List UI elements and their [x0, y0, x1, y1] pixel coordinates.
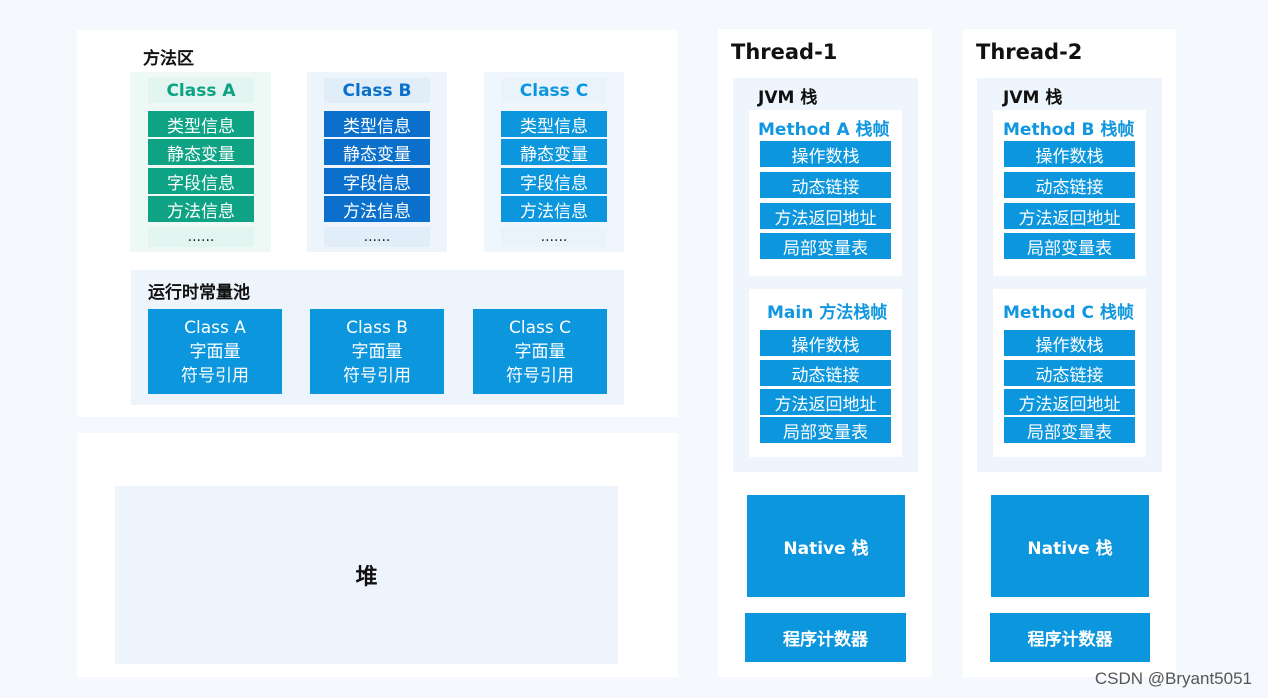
method-area-title: 方法区	[143, 49, 194, 69]
class-a-ellipsis: ......	[148, 227, 254, 247]
t1-f2-operand-stack: 操作数栈	[760, 330, 891, 356]
t1-f2-dynamic-link: 动态链接	[760, 360, 891, 386]
t2-f1-local-vars: 局部变量表	[1004, 233, 1135, 259]
t1-f1-local-vars: 局部变量表	[760, 233, 891, 259]
heap-area: 堆	[115, 486, 618, 664]
t2-f2-operand-stack: 操作数栈	[1004, 330, 1135, 356]
pool-class-c-name: Class C	[509, 317, 571, 338]
csdn-watermark: CSDN @Bryant5051	[1094, 669, 1252, 688]
class-a-type-info: 类型信息	[148, 111, 254, 137]
thread-1-program-counter: 程序计数器	[745, 613, 906, 662]
t1-f1-operand-stack: 操作数栈	[760, 141, 891, 167]
class-a-static-vars: 静态变量	[148, 139, 254, 165]
t1-f2-local-vars: 局部变量表	[760, 417, 891, 443]
pool-class-b-literal: 字面量	[351, 341, 403, 362]
pool-class-c-symref: 符号引用	[506, 365, 574, 386]
pool-class-b-name: Class B	[346, 317, 408, 338]
class-a-header: Class A	[148, 78, 254, 103]
thread-1-frame-2-title: Main 方法栈帧	[767, 303, 888, 323]
thread-1-native-stack: Native 栈	[747, 495, 905, 597]
thread-2-jvm-stack-label: JVM 栈	[1003, 88, 1063, 108]
thread-2-program-counter: 程序计数器	[990, 613, 1150, 662]
class-c-method-info: 方法信息	[501, 196, 607, 222]
class-c-ellipsis: ......	[501, 227, 607, 247]
pool-class-a-symref: 符号引用	[181, 365, 249, 386]
class-a-method-info: 方法信息	[148, 196, 254, 222]
t2-f2-dynamic-link: 动态链接	[1004, 360, 1135, 386]
class-b-header: Class B	[324, 78, 430, 103]
t1-f2-return-address: 方法返回地址	[760, 389, 891, 415]
class-c-static-vars: 静态变量	[501, 139, 607, 165]
class-b-type-info: 类型信息	[324, 111, 430, 137]
pool-box-class-c: Class C 字面量 符号引用	[473, 309, 607, 394]
pool-class-c-literal: 字面量	[514, 341, 566, 362]
class-b-method-info: 方法信息	[324, 196, 430, 222]
t2-f2-return-address: 方法返回地址	[1004, 389, 1135, 415]
class-b-field-info: 字段信息	[324, 168, 430, 194]
t2-f1-dynamic-link: 动态链接	[1004, 172, 1135, 198]
pool-class-a-name: Class A	[184, 317, 246, 338]
thread-1-title: Thread-1	[731, 40, 838, 64]
t2-f2-local-vars: 局部变量表	[1004, 417, 1135, 443]
class-c-header: Class C	[501, 78, 607, 103]
class-c-field-info: 字段信息	[501, 168, 607, 194]
class-b-ellipsis: ......	[324, 227, 430, 247]
thread-2-title: Thread-2	[976, 40, 1083, 64]
pool-box-class-b: Class B 字面量 符号引用	[310, 309, 444, 394]
pool-box-class-a: Class A 字面量 符号引用	[148, 309, 282, 394]
thread-2-frame-1-title: Method B 栈帧	[1003, 120, 1135, 140]
t1-f1-dynamic-link: 动态链接	[760, 172, 891, 198]
t2-f1-return-address: 方法返回地址	[1004, 203, 1135, 229]
pool-class-a-literal: 字面量	[189, 341, 241, 362]
pool-class-b-symref: 符号引用	[343, 365, 411, 386]
thread-2-frame-2-title: Method C 栈帧	[1003, 303, 1134, 323]
t1-f1-return-address: 方法返回地址	[760, 203, 891, 229]
thread-2-native-stack: Native 栈	[991, 495, 1149, 597]
t2-f1-operand-stack: 操作数栈	[1004, 141, 1135, 167]
class-c-type-info: 类型信息	[501, 111, 607, 137]
heap-label: 堆	[355, 565, 378, 590]
class-b-static-vars: 静态变量	[324, 139, 430, 165]
class-a-field-info: 字段信息	[148, 168, 254, 194]
runtime-pool-title: 运行时常量池	[148, 283, 250, 303]
thread-1-frame-1-title: Method A 栈帧	[758, 120, 890, 140]
thread-1-jvm-stack-label: JVM 栈	[758, 88, 818, 108]
